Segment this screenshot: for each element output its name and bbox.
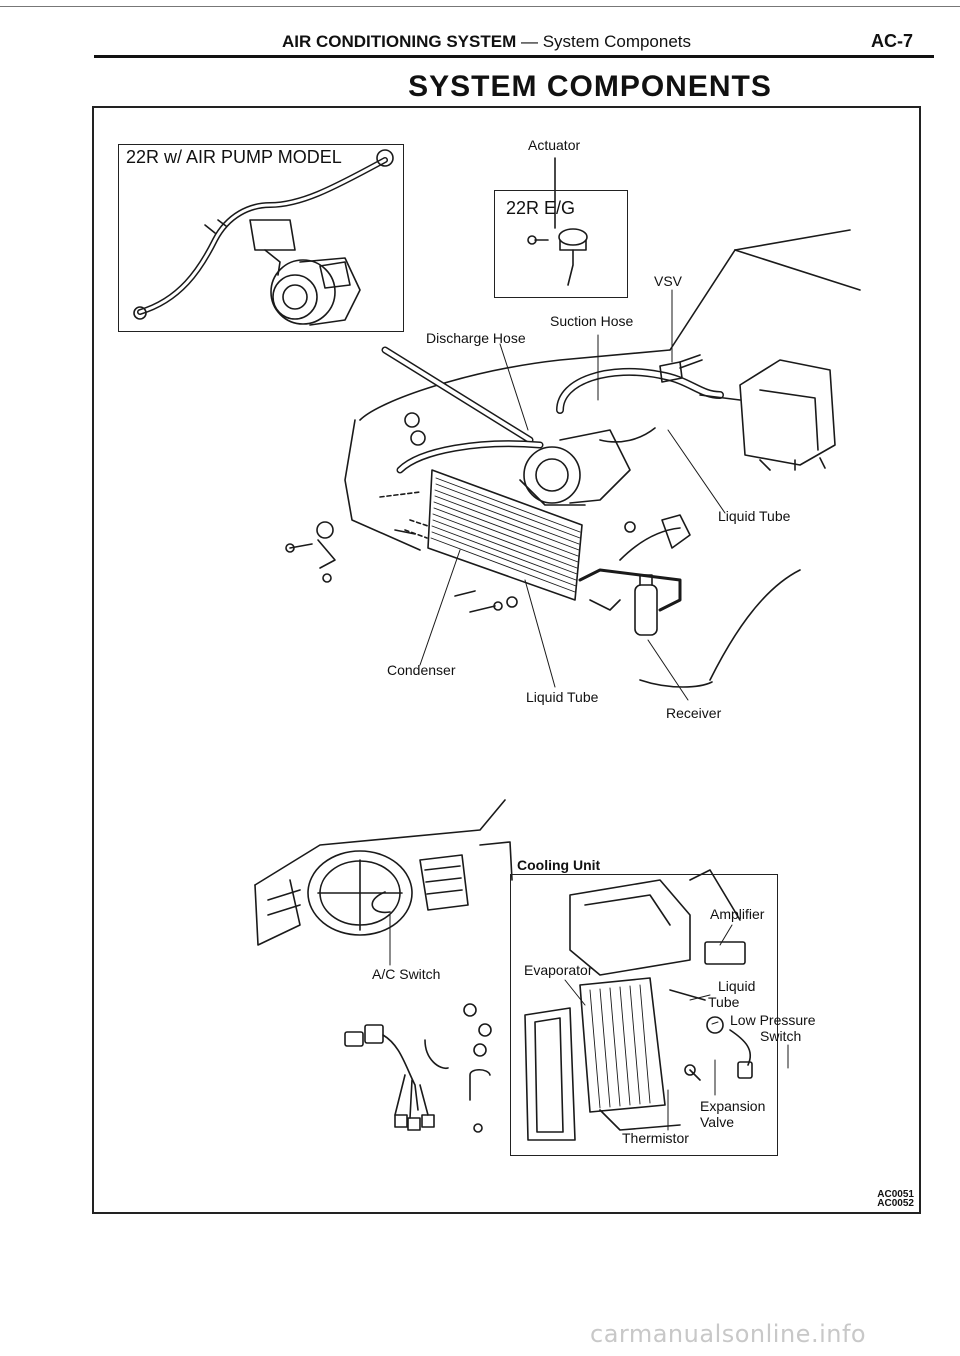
receiver-drawing	[634, 514, 691, 636]
wiring-harness-drawing	[344, 1003, 492, 1133]
cooling-unit-drawing	[524, 869, 753, 1141]
callout-lines-cooling	[564, 924, 789, 1131]
label-liquid-tube-cu-line1: Liquid	[718, 978, 756, 994]
air-pump-model-inset	[118, 144, 404, 332]
page-title: SYSTEM COMPONENTS	[408, 70, 772, 103]
vsv-drawing	[659, 354, 703, 383]
compressor-drawing	[519, 429, 631, 506]
condenser-drawing	[404, 469, 583, 601]
header-separator: —	[516, 32, 543, 51]
header-section: AIR CONDITIONING SYSTEM	[282, 32, 517, 51]
suction-hose-drawing	[556, 368, 724, 443]
label-liquid-tube-cu-line2: Tube	[708, 994, 740, 1010]
cooling-unit-title: Cooling Unit	[517, 857, 601, 873]
actuator-drawing	[527, 157, 588, 286]
cooling-housing-drawing	[699, 359, 836, 471]
figure-code-2: AC0052	[877, 1198, 914, 1209]
engine-inset	[494, 190, 628, 298]
label-expansion-line1: Expansion	[700, 1098, 766, 1114]
label-vsv: VSV	[654, 273, 683, 289]
liquid-tube-drawing	[578, 527, 682, 612]
fasteners-drawing	[285, 412, 636, 613]
label-condenser: Condenser	[387, 662, 456, 678]
label-actuator: Actuator	[528, 137, 581, 153]
label-expansion-line2: Valve	[700, 1114, 734, 1130]
label-liquid-tube-right: Liquid Tube	[718, 508, 791, 524]
callout-lines-top	[419, 289, 726, 701]
air-pump-hose-drawing	[133, 149, 394, 326]
label-receiver: Receiver	[666, 705, 722, 721]
label-low-pressure-line2: Switch	[760, 1028, 802, 1044]
figure-code-1: AC0051	[877, 1189, 914, 1200]
discharge-hose-drawing	[396, 440, 544, 474]
cooling-unit-inset	[510, 874, 778, 1156]
label-evaporator: Evaporator	[524, 962, 593, 978]
label-thermistor: Thermistor	[622, 1130, 689, 1146]
label-amplifier: Amplifier	[710, 906, 765, 922]
header-rule	[94, 55, 934, 58]
top-rule	[0, 6, 960, 7]
label-low-pressure-line1: Low Pressure	[730, 1012, 816, 1028]
label-liquid-tube-bottom: Liquid Tube	[526, 689, 599, 705]
label-suction-hose: Suction Hose	[550, 313, 634, 329]
body-outline	[344, 229, 861, 688]
label-discharge-hose: Discharge Hose	[426, 330, 526, 346]
running-header: AIR CONDITIONING SYSTEM — System Compone…	[282, 32, 691, 52]
engine-inset-title: 22R E/G	[506, 198, 576, 218]
label-ac-switch: A/C Switch	[372, 966, 441, 982]
air-pump-model-title: 22R w/ AIR PUMP MODEL	[126, 147, 342, 167]
page-code: AC-7	[871, 31, 914, 51]
header-subsection: System Componets	[542, 32, 692, 51]
watermark: carmanualsonline.info	[590, 1320, 867, 1348]
figure-frame	[92, 106, 921, 1214]
dashboard-drawing	[254, 799, 513, 966]
